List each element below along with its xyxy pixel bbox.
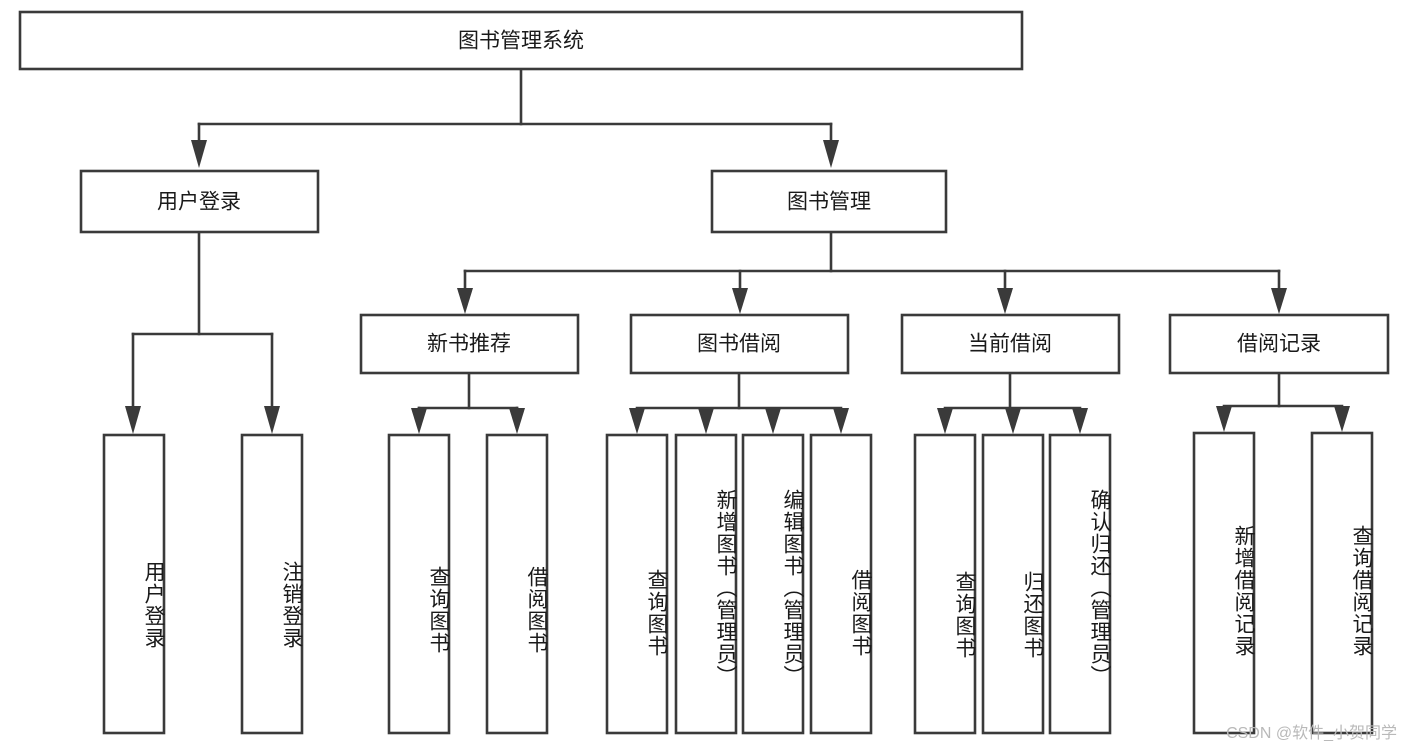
node-current-borrow[interactable]: 当前借阅: [900, 313, 1121, 375]
arrow-head-icon: [997, 288, 1013, 314]
node-root-box[interactable]: [18, 10, 1024, 71]
leaf-box-user-login[interactable]: [102, 433, 166, 735]
node-borrow-record-box[interactable]: [1168, 313, 1390, 375]
node-new-book-recommend-box[interactable]: [359, 313, 580, 375]
node-borrow-record-label: 借阅记录: [1237, 333, 1321, 356]
connector-bookmanage-to-level2: [457, 230, 1287, 314]
leaf-box-edit-book[interactable]: [741, 433, 805, 735]
leaf-box-query-book-1[interactable]: [387, 433, 451, 735]
node-book-manage[interactable]: 图书管理: [710, 169, 948, 234]
node-new-book-recommend[interactable]: 新书推荐: [359, 313, 580, 375]
arrow-head-icon: [1005, 408, 1021, 434]
node-current-borrow-label: 当前借阅: [968, 333, 1052, 356]
leaf-box-query-book-3[interactable]: [913, 433, 977, 735]
leaf-box-query-book-2[interactable]: [605, 433, 669, 735]
arrow-head-icon: [509, 408, 525, 434]
node-user-login-box[interactable]: [79, 169, 320, 234]
arrow-head-icon: [732, 288, 748, 314]
node-borrow-record[interactable]: 借阅记录: [1168, 313, 1390, 375]
node-root[interactable]: 图书管理系统: [18, 10, 1024, 71]
arrow-head-icon: [1072, 408, 1088, 434]
connector-userlogin-to-leaves: [125, 230, 280, 434]
node-book-manage-box[interactable]: [710, 169, 948, 234]
leaf-box-borrow-book-1[interactable]: [485, 433, 549, 735]
connector-currentborrow-to-leaves: [937, 371, 1088, 434]
node-root-label: 图书管理系统: [458, 30, 584, 53]
arrow-head-icon: [937, 408, 953, 434]
leaf-box-query-record[interactable]: [1310, 431, 1374, 735]
watermark: CSDN @软件_小贺同学: [1226, 725, 1397, 742]
arrow-head-icon: [833, 408, 849, 434]
leaf-box-return-book[interactable]: [981, 433, 1045, 735]
leaf-box-add-book[interactable]: [674, 433, 738, 735]
node-book-borrow[interactable]: 图书借阅: [629, 313, 850, 375]
arrow-head-icon: [125, 406, 141, 434]
arrow-head-icon: [823, 140, 839, 168]
leaf-box-borrow-book-2[interactable]: [809, 433, 873, 735]
node-user-login-label: 用户登录: [157, 191, 241, 214]
leaf-box-user-logout[interactable]: [240, 433, 304, 735]
node-current-borrow-box[interactable]: [900, 313, 1121, 375]
arrow-head-icon: [1216, 406, 1232, 432]
node-book-manage-label: 图书管理: [787, 191, 871, 214]
node-user-login[interactable]: 用户登录: [79, 169, 320, 234]
leaf-box-confirm-return[interactable]: [1048, 433, 1112, 735]
arrow-head-icon: [457, 288, 473, 314]
arrow-head-icon: [698, 408, 714, 434]
node-book-borrow-label: 图书借阅: [697, 333, 781, 356]
arrow-head-icon: [411, 408, 427, 434]
arrow-head-icon: [629, 408, 645, 434]
node-new-book-recommend-label: 新书推荐: [427, 333, 511, 356]
arrow-head-icon: [191, 140, 207, 168]
arrow-head-icon: [765, 408, 781, 434]
arrow-head-icon: [1334, 406, 1350, 432]
leaf-box-add-record[interactable]: [1192, 431, 1256, 735]
arrow-head-icon: [1271, 288, 1287, 314]
connector-bookborrow-to-leaves: [629, 371, 849, 434]
node-book-borrow-box[interactable]: [629, 313, 850, 375]
connector-newbook-to-leaves: [411, 371, 525, 434]
arrow-head-icon: [264, 406, 280, 434]
connector-root-to-level1: [191, 67, 839, 168]
connector-borrowrecord-to-leaves: [1216, 371, 1350, 432]
